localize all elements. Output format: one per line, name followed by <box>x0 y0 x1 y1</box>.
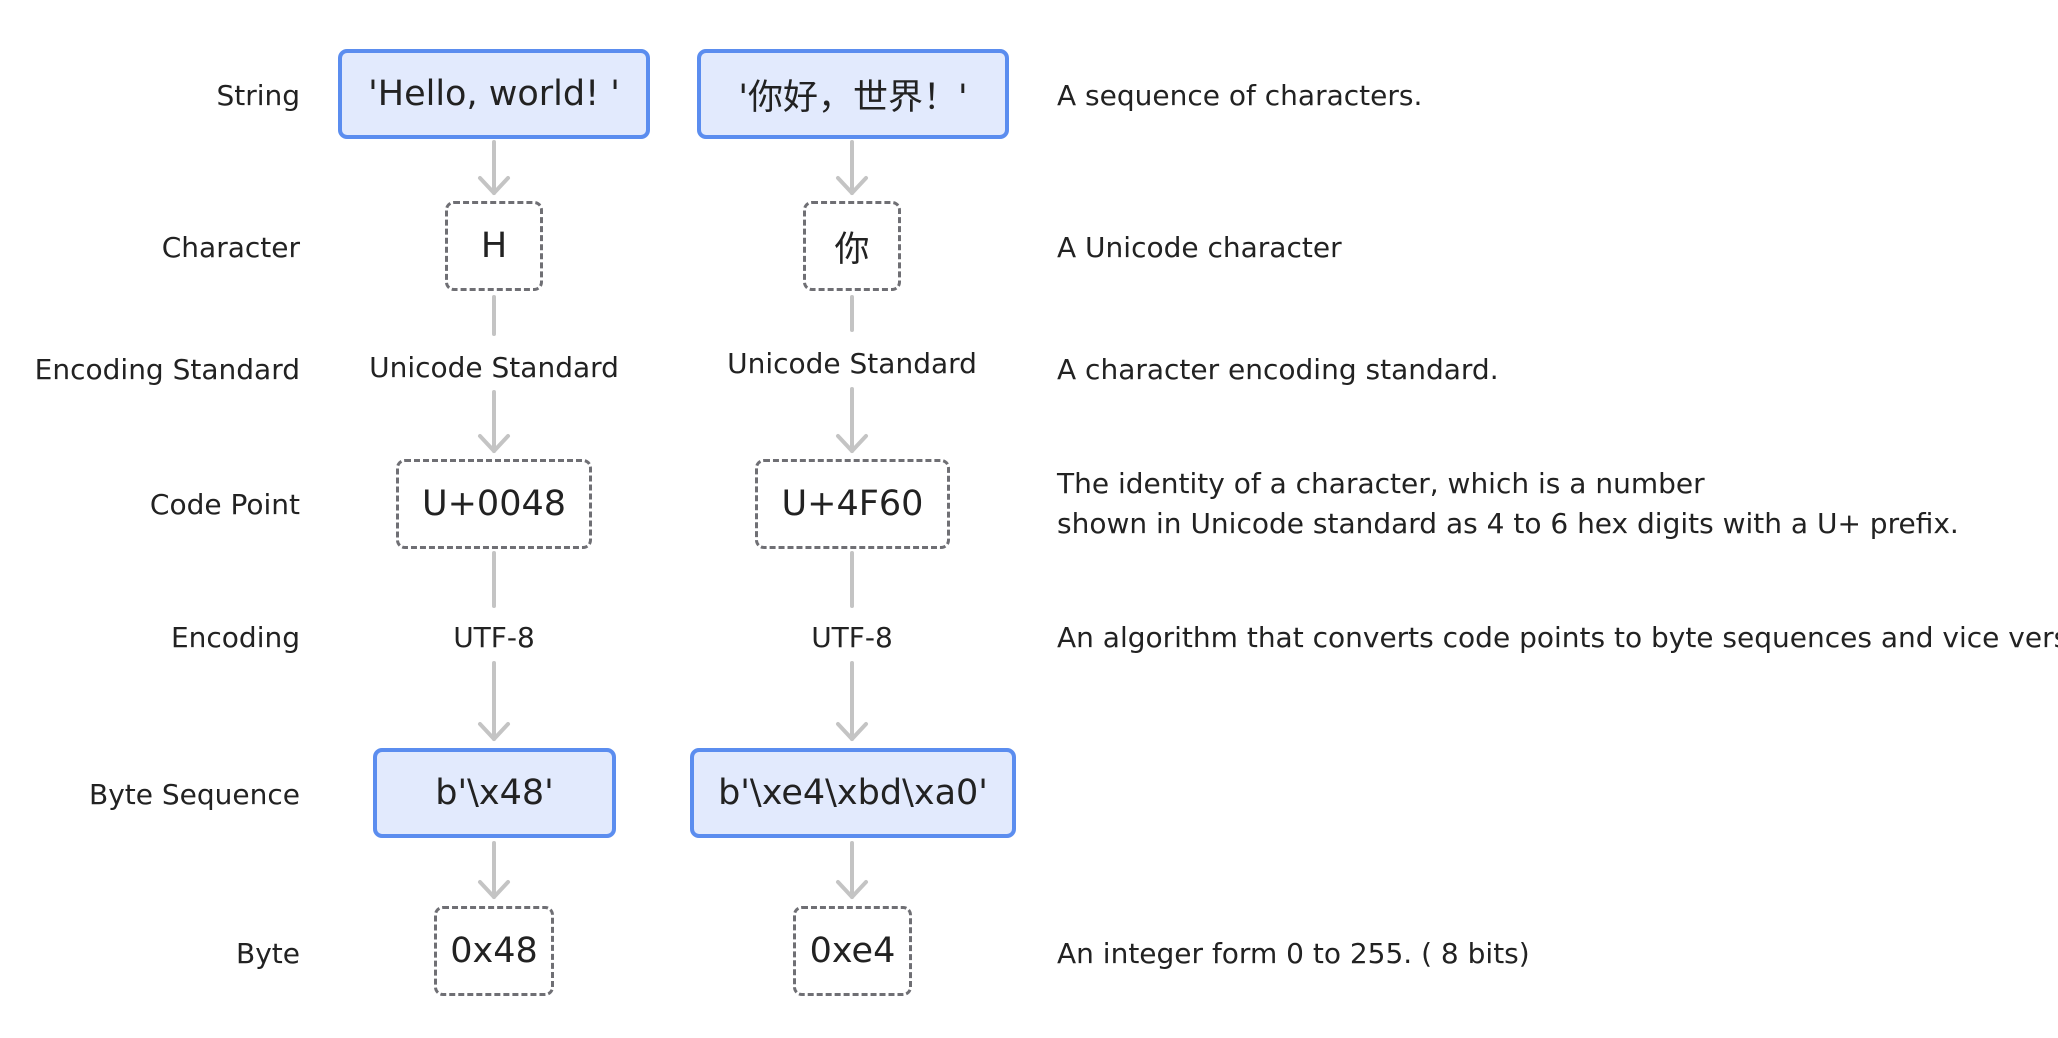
arrowhead-right-byte <box>836 880 868 899</box>
desc-code-point-line2: shown in Unicode standard as 4 to 6 hex … <box>1057 507 1959 540</box>
row-label-byte-sequence: Byte Sequence <box>89 778 300 811</box>
desc-string: A sequence of characters. <box>1057 79 1423 112</box>
right-code-point-box: U+4F60 <box>755 459 950 549</box>
left-character-value: H <box>480 226 508 266</box>
left-string-value: 'Hello, world! ' <box>368 74 620 114</box>
left-code-point-box: U+0048 <box>396 459 592 549</box>
left-byte-box: 0x48 <box>434 906 554 996</box>
row-label-encoding: Encoding <box>170 621 300 654</box>
left-string-box: 'Hello, world! ' <box>338 49 650 139</box>
row-label-encoding-standard: Encoding Standard <box>34 353 300 386</box>
left-byte-sequence-value: b'\x48' <box>435 773 554 813</box>
arrowhead-right-bytesequence <box>836 722 868 741</box>
left-byte-sequence-box: b'\x48' <box>373 748 616 838</box>
right-code-point-value: U+4F60 <box>781 484 924 524</box>
row-label-string: String <box>216 79 300 112</box>
right-encoding-label: UTF-8 <box>811 621 893 654</box>
right-character-value: 你 <box>834 229 870 270</box>
desc-encoding-standard: A character encoding standard. <box>1057 353 1499 386</box>
right-byte-box: 0xe4 <box>793 906 912 996</box>
right-character-box: 你 <box>803 201 901 291</box>
left-character-box: H <box>445 201 543 291</box>
right-string-value: '你好，世界！' <box>738 77 968 118</box>
arrowhead-right-character <box>836 176 868 195</box>
desc-encoding: An algorithm that converts code points t… <box>1057 621 2058 654</box>
desc-character: A Unicode character <box>1057 231 1342 264</box>
row-label-byte: Byte <box>236 937 300 970</box>
right-string-box: '你好，世界！' <box>697 49 1009 139</box>
desc-code-point-line1: The identity of a character, which is a … <box>1057 467 1705 500</box>
arrowhead-left-codepoint <box>478 434 510 453</box>
right-encoding-standard-label: Unicode Standard <box>727 347 977 380</box>
arrowhead-left-byte <box>478 880 510 899</box>
arrowhead-left-character <box>478 176 510 195</box>
left-encoding-standard-label: Unicode Standard <box>369 351 619 384</box>
left-code-point-value: U+0048 <box>421 484 567 524</box>
arrowhead-left-bytesequence <box>478 722 510 741</box>
right-byte-sequence-value: b'\xe4\xbd\xa0' <box>718 773 988 813</box>
row-label-character: Character <box>161 231 300 264</box>
right-byte-value: 0xe4 <box>809 931 896 971</box>
left-byte-value: 0x48 <box>450 931 538 971</box>
desc-byte: An integer form 0 to 255. ( 8 bits) <box>1057 937 1530 970</box>
arrowhead-right-codepoint <box>836 434 868 453</box>
left-encoding-label: UTF-8 <box>453 621 535 654</box>
row-label-code-point: Code Point <box>149 488 300 521</box>
right-byte-sequence-box: b'\xe4\xbd\xa0' <box>690 748 1016 838</box>
